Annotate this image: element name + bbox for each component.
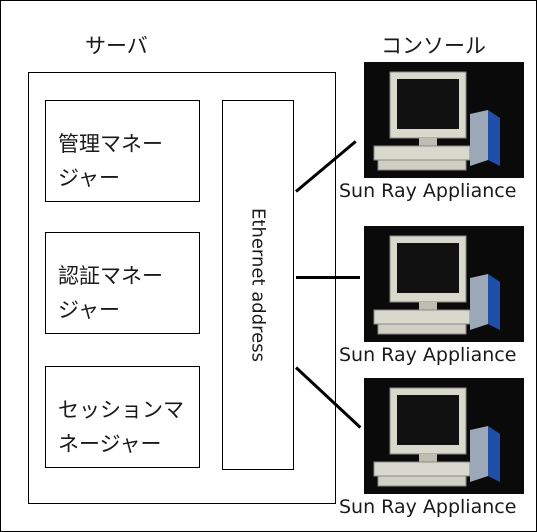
sun-ray-terminal-icon: [364, 226, 524, 342]
admin-manager-label-1: 管理マネー: [58, 132, 163, 156]
server-title: サーバ: [85, 34, 148, 58]
ethernet-address-box: Ethernet address: [222, 100, 294, 470]
auth-manager-box: 認証マネー ジャー: [45, 232, 200, 334]
terminal-3-label: Sun Ray Appliance: [339, 496, 517, 518]
ethernet-address-label: Ethernet address: [247, 208, 269, 362]
terminal-1: [364, 62, 524, 178]
session-manager-label-1: セッションマ: [58, 398, 184, 422]
session-manager-box: セッションマ ネージャー: [45, 366, 200, 468]
connection-line-2: [296, 276, 360, 279]
sun-ray-terminal-icon: [364, 62, 524, 178]
console-title: コンソール: [381, 34, 486, 58]
session-manager-label-2: ネージャー: [58, 432, 162, 456]
admin-manager-box: 管理マネー ジャー: [45, 100, 200, 202]
terminal-2-label: Sun Ray Appliance: [339, 344, 517, 366]
terminal-1-label: Sun Ray Appliance: [339, 180, 517, 202]
auth-manager-label-1: 認証マネー: [58, 264, 163, 288]
terminal-3: [364, 378, 524, 494]
admin-manager-label-2: ジャー: [58, 166, 120, 190]
auth-manager-label-2: ジャー: [58, 298, 120, 322]
sun-ray-terminal-icon: [364, 378, 524, 494]
terminal-2: [364, 226, 524, 342]
